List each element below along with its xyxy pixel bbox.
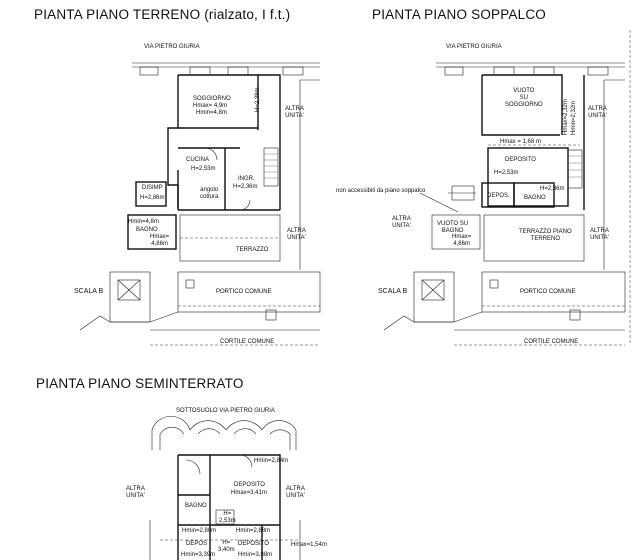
ground-cucina-height: H=2,53m: [191, 166, 216, 172]
base-bagno-label: BAGNO: [185, 503, 207, 509]
ground-ingr-height: H=2,36m: [233, 184, 258, 190]
ground-floor-title: PIANTA PIANO TERRENO (rialzato, I f.t.): [34, 7, 291, 22]
mezz-deposito-label: DEPOSITO: [505, 157, 536, 163]
mezz-bagno-height: H=2,36m: [540, 186, 565, 192]
ground-bagno-label: BAGNO: [136, 227, 158, 233]
base-hmin-a: Hmin=2,80m: [182, 528, 217, 534]
ground-scala-label: SCALA B: [74, 288, 104, 295]
ground-soggiorno-hmin: Hmin=4,8m: [196, 110, 227, 116]
ground-height-side: H=2,38m: [255, 87, 261, 112]
mezz-scala-label: SCALA B: [378, 288, 408, 295]
mezz-terrazzo-label: TERRAZZO PIANO TERRENO: [519, 229, 572, 242]
mezz-altra-unita-right: ALTRA UNITA': [590, 228, 609, 241]
ground-altra-unita-right: ALTRA UNITA': [287, 228, 306, 241]
mezz-vuoto-label: VUOTO SU SOGGIORNO: [505, 88, 543, 108]
ground-portico-label: PORTICO COMUNE: [216, 289, 272, 295]
mezz-hmax-line: Hmax = 1,68 m: [500, 139, 541, 145]
base-altra-unita-right: ALTRA UNITA': [286, 486, 305, 499]
base-hmin-label: Hmin=2,84m: [254, 458, 289, 464]
base-height-small: H= 2,53m: [219, 511, 236, 524]
mezz-altra-unita-left: ALTRA UNITA': [392, 216, 411, 229]
base-hmin-f: Hmin=3,88m: [238, 552, 273, 558]
basement-plan: [149, 415, 301, 560]
ground-disimp-height: H=2,86m: [140, 195, 165, 201]
base-deposito2-label: DEPOSITO: [238, 541, 269, 547]
base-street-label: SOTTOSUOLO VIA PIETRO GIURIA: [176, 408, 275, 414]
ground-soggiorno-hmax: Hmax= 4,9m: [193, 103, 228, 109]
base-hmax-c: Hmax=1,54m: [291, 542, 327, 548]
mezz-vuoto-bagno-height: Hmax= 4,86m: [452, 234, 472, 247]
mezz-depos-label: DEPOS.: [487, 193, 510, 199]
mezz-street-label: VIA PIETRO GIURIA: [446, 44, 502, 50]
base-depos-label: DEPOS: [186, 541, 208, 547]
mezz-deposito-height: H=2,53m: [494, 170, 519, 176]
mezzanine-plan: [383, 30, 631, 346]
base-hmin-e: Hmin=3,39m: [181, 552, 216, 558]
ground-street-label: VIA PIETRO GIURIA: [144, 44, 200, 50]
ground-bagno-hmin: Hmin=4,8m: [128, 219, 159, 225]
mezz-altra-unita-top: ALTRA UNITA': [588, 106, 607, 119]
ground-altra-unita-top: ALTRA UNITA': [285, 106, 304, 119]
ground-disimp-label: DISIMP: [142, 185, 163, 191]
basement-title: PIANTA PIANO SEMINTERRATO: [36, 376, 244, 391]
mezz-vuoto-bagno: VUOTO SU BAGNO: [437, 221, 469, 234]
ground-ingr-label: INGR.: [238, 176, 255, 182]
ground-angolo-cottura: angolo cottura: [200, 187, 219, 200]
mezz-height-2: Hmin=2,32m: [571, 100, 577, 135]
ground-bagno-hmax: Hmax= 4,86m: [150, 234, 170, 247]
base-height-d: H= 3,40m: [218, 540, 235, 553]
mezz-height-1: Hmax=2,32m: [563, 99, 569, 135]
base-deposito-label: DEPOSITO: [234, 482, 265, 488]
ground-cucina-label: CUCINA: [186, 157, 210, 163]
base-hmin-b: Hmin=2,88m: [236, 528, 271, 534]
base-altra-unita-left: ALTRA UNITA': [126, 486, 145, 499]
ground-cortile-label: CORTILE COMUNE: [220, 339, 275, 345]
mezz-non-accessibile-note: non accessibili da piano soppalco: [336, 188, 426, 194]
ground-floor-plan: [79, 62, 321, 346]
mezz-bagno-label: BAGNO: [524, 195, 546, 201]
base-deposito-height: Hmax=3,41m: [231, 490, 267, 496]
mezz-portico-label: PORTICO COMUNE: [520, 289, 576, 295]
ground-soggiorno-label: SOGGIORNO: [193, 96, 231, 102]
mezz-cortile-label: CORTILE COMUNE: [524, 339, 579, 345]
mezzanine-title: PIANTA PIANO SOPPALCO: [372, 7, 546, 22]
ground-terrazzo-label: TERRAZZO: [236, 247, 269, 253]
